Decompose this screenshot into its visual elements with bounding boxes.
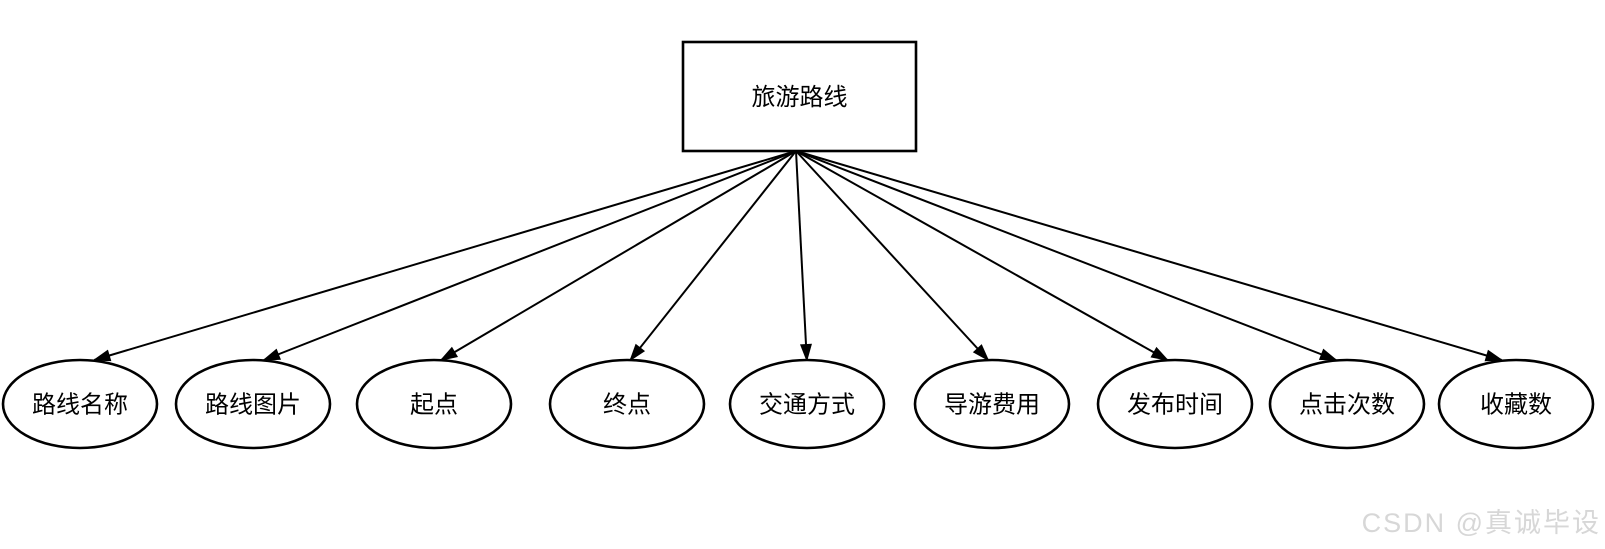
attribute-ellipse <box>1096 358 1254 450</box>
attribute-label: 起点 <box>410 392 458 419</box>
entity-box <box>681 40 918 153</box>
attribute-ellipse <box>548 358 706 450</box>
attribute-arrow <box>795 150 1504 362</box>
attribute-label: 路线名称 <box>32 392 128 419</box>
attribute-label: 收藏数 <box>1480 392 1552 419</box>
attribute-arrow <box>795 150 1338 361</box>
attribute-arrow <box>262 150 797 361</box>
entity-label: 旅游路线 <box>752 84 848 111</box>
attribute-label: 点击次数 <box>1299 392 1395 419</box>
attribute-label: 终点 <box>603 392 651 419</box>
attribute-arrow <box>795 150 1170 361</box>
attribute-arrow <box>795 150 990 362</box>
attribute-label: 交通方式 <box>759 392 855 419</box>
csdn-watermark: CSDN @真诚毕设 <box>1361 508 1601 538</box>
attribute-label: 路线图片 <box>205 392 301 419</box>
attribute-ellipse <box>1437 358 1595 450</box>
attribute-label: 导游费用 <box>944 392 1040 419</box>
attribute-arrow <box>629 150 797 362</box>
attribute-arrow <box>439 150 797 362</box>
attribute-ellipse <box>355 358 513 450</box>
attribute-ellipse <box>174 358 332 450</box>
attribute-label: 发布时间 <box>1127 392 1223 419</box>
attribute-arrow <box>795 150 812 362</box>
attribute-ellipse <box>728 358 886 450</box>
attribute-ellipse <box>1268 358 1426 450</box>
attribute-arrow <box>92 150 797 362</box>
attribute-ellipse <box>913 358 1071 450</box>
attribute-ellipse <box>1 358 159 450</box>
